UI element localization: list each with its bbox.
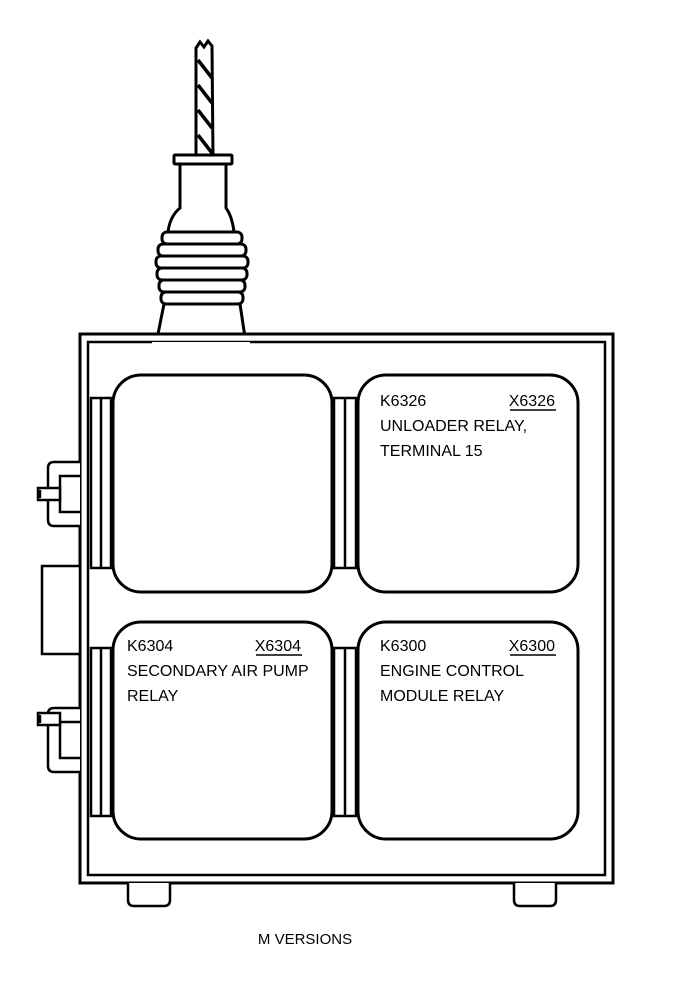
- relay-description-line: TERMINAL 15: [380, 443, 483, 460]
- relay-id: K6304: [127, 638, 173, 655]
- relay-description-line: ENGINE CONTROL: [380, 663, 524, 680]
- relay-k6304: [111, 620, 334, 841]
- relay-k6326: [356, 373, 580, 594]
- relay-k6300-labels: K6300 X6300 ENGINE CONTROL MODULE RELAY: [380, 638, 556, 705]
- relay-k6326-labels: K6326 X6326 UNLOADER RELAY, TERMINAL 15: [380, 393, 556, 460]
- side-rails: [89, 396, 358, 818]
- relay-description-line: RELAY: [127, 688, 179, 705]
- relay-slots: [111, 373, 580, 841]
- cable: [194, 38, 215, 159]
- relay-id: K6326: [380, 393, 426, 410]
- relay-k6300: [356, 620, 580, 841]
- housing-feet: [126, 883, 558, 908]
- relay-description-line: MODULE RELAY: [380, 688, 505, 705]
- relay-description-line: SECONDARY AIR PUMP: [127, 663, 309, 680]
- connector-id: X6326: [509, 393, 555, 410]
- grommet: [150, 153, 252, 360]
- diagram-caption: M VERSIONS: [258, 931, 352, 948]
- connector-id: X6300: [509, 638, 555, 655]
- connector-id: X6304: [255, 638, 301, 655]
- mounting-clips: [36, 460, 82, 774]
- relay-description-line: UNLOADER RELAY,: [380, 418, 527, 435]
- relay-slot-empty: [111, 373, 334, 594]
- relay-id: K6300: [380, 638, 426, 655]
- relay-k6304-labels: K6304 X6304 SECONDARY AIR PUMP RELAY: [127, 638, 309, 705]
